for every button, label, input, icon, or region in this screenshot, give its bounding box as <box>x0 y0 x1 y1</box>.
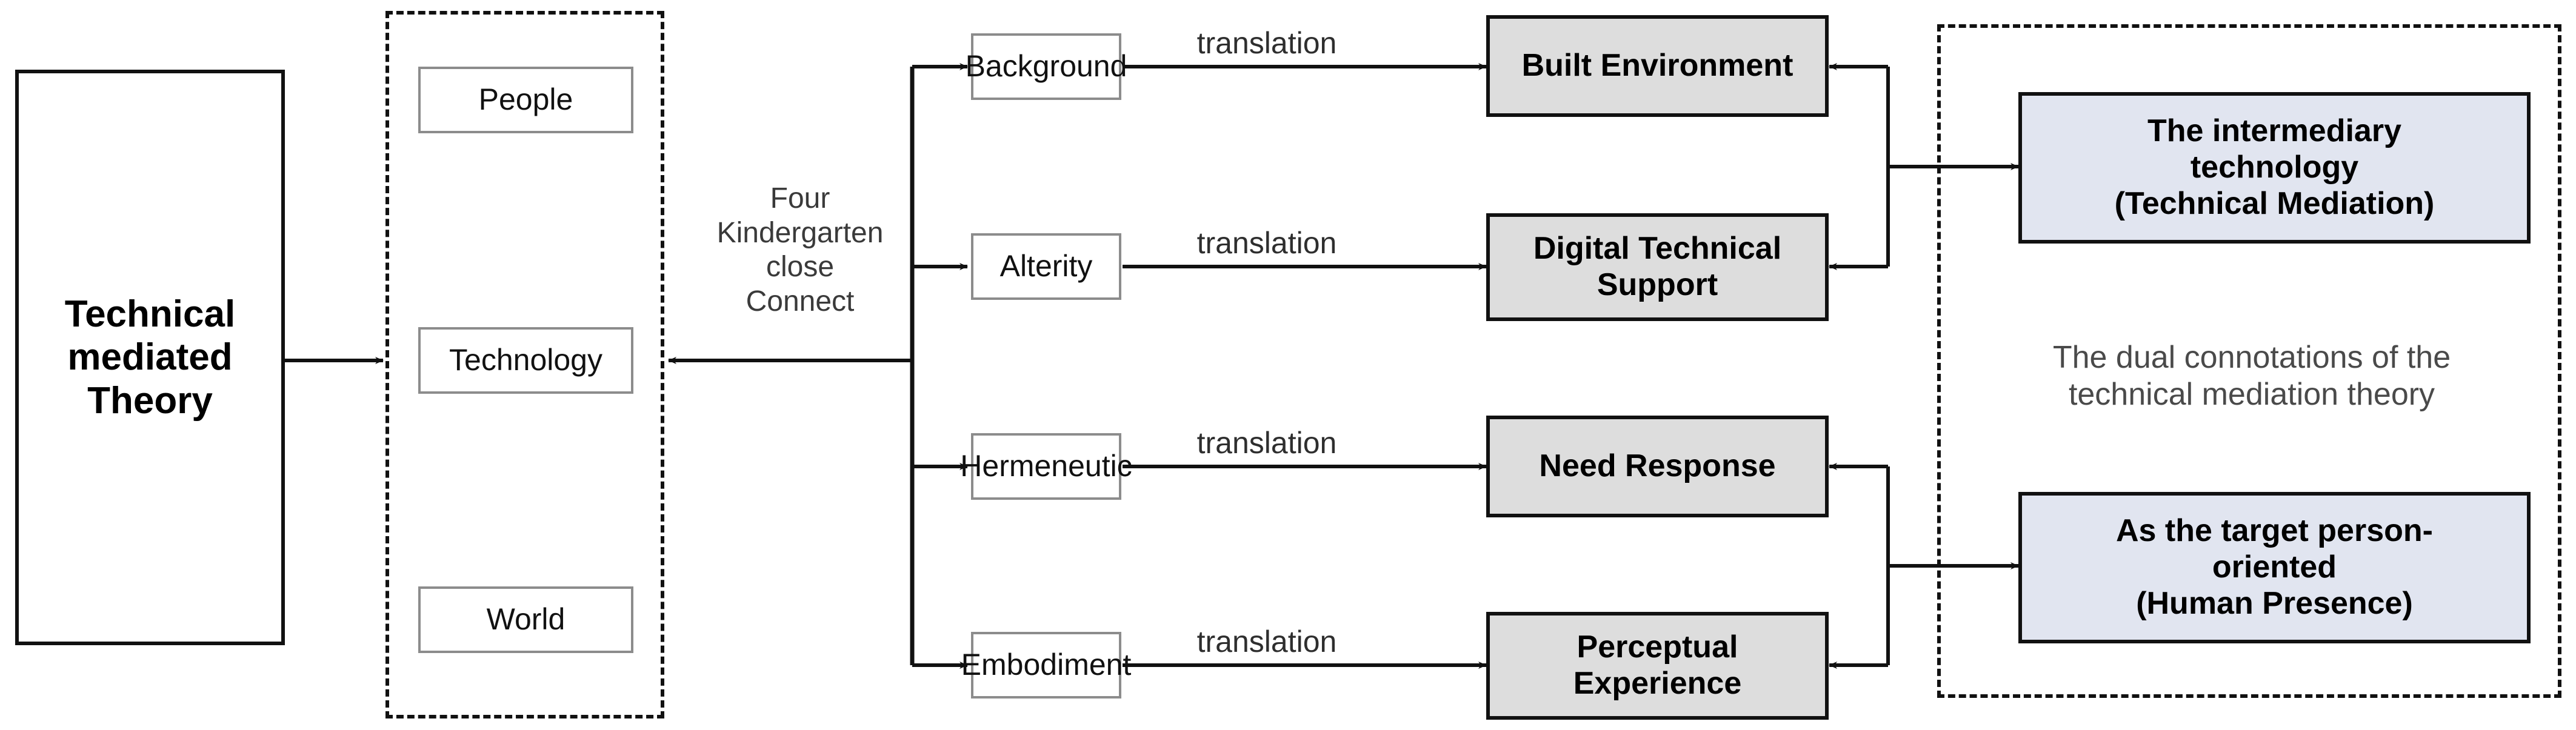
dual-connotations-group <box>1937 24 2561 698</box>
relation-target-digital-technical-support[interactable]: Digital Technical Support <box>1486 213 1829 321</box>
group-item-technology[interactable]: Technology <box>418 327 633 394</box>
connector-label: Four Kindergarten close Connect <box>716 182 884 317</box>
relation-target-perceptual-experience[interactable]: Perceptual Experience <box>1486 612 1829 720</box>
relation-source-embodiment[interactable]: Embodiment <box>961 632 1131 698</box>
edge-label-translation-3: translation <box>1196 426 1337 460</box>
relation-source-background[interactable]: Background <box>966 33 1127 100</box>
conclusion-box-intermediary-technology[interactable]: The intermediary technology (Technical M… <box>2018 92 2531 244</box>
edge-label-translation-2: translation <box>1196 226 1337 260</box>
people-technology-world-group <box>385 11 664 718</box>
dual-connotations-note: The dual connotations of the technical m… <box>2052 340 2451 413</box>
theory-box[interactable]: Technical mediated Theory <box>15 70 285 645</box>
edge-label-translation-4: translation <box>1196 625 1337 659</box>
relation-target-built-environment[interactable]: Built Environment <box>1486 15 1829 117</box>
edge-label-translation-1: translation <box>1196 26 1337 60</box>
relation-target-need-response[interactable]: Need Response <box>1486 416 1829 517</box>
group-item-people[interactable]: People <box>418 67 633 133</box>
group-item-world[interactable]: World <box>418 586 633 653</box>
relation-source-hermeneutic[interactable]: Hermeneutic <box>960 433 1132 500</box>
conclusion-box-human-presence[interactable]: As the target person- oriented (Human Pr… <box>2018 492 2531 643</box>
relation-source-alterity[interactable]: Alterity <box>971 233 1121 300</box>
